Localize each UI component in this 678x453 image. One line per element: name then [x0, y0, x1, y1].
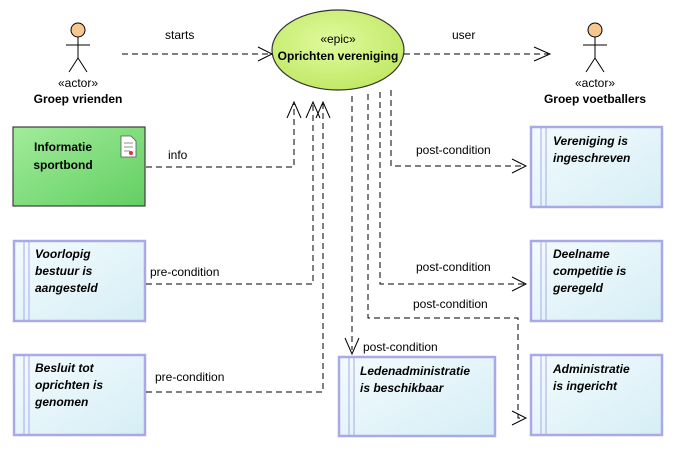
condition-besluit-text: Besluit tot oprichten is genomen	[35, 361, 104, 409]
edge-post-deelname[interactable]	[379, 92, 524, 285]
edge-label-post-deelname: post-condition	[416, 260, 491, 274]
edge-pre-voorlopig[interactable]	[146, 104, 314, 285]
actor-left-stereotype: «actor»	[57, 76, 99, 90]
arrowhead-starts	[257, 46, 274, 62]
edge-info[interactable]	[146, 104, 295, 168]
edge-label-pre-voorlopig: pre-condition	[150, 265, 220, 279]
epic-label: «epic» Oprichten vereniging	[268, 32, 408, 63]
epic-ellipse[interactable]	[271, 9, 405, 91]
condition-deelname-text: Deelname competitie is geregeld	[553, 247, 627, 295]
condition-box-besluit[interactable]	[12, 353, 147, 437]
condition-box-ledenadmin[interactable]	[337, 355, 497, 438]
condition-vereniging-text: Vereniging is ingeschreven	[553, 134, 631, 165]
condition-ledenadmin-text: Ledenadministratie is beschikbaar	[360, 364, 471, 395]
document-icon	[120, 135, 137, 158]
arrowhead-post-leden	[344, 337, 360, 356]
edge-post-vereniging[interactable]	[390, 90, 524, 167]
edge-label-info: info	[168, 148, 188, 162]
arrowhead-post-administratie	[511, 410, 528, 426]
info-object-box[interactable]	[12, 126, 146, 207]
arrowhead-user	[533, 46, 552, 62]
epic-name: Oprichten vereniging	[277, 49, 399, 63]
actor-left-name: Groep vrienden	[33, 92, 123, 106]
edge-label-pre-besluit: pre-condition	[155, 370, 225, 384]
actor-right-figure[interactable]	[583, 22, 607, 73]
info-object-label: Informatie sportbond	[33, 140, 93, 172]
arrowhead-post-vereniging	[511, 158, 528, 174]
condition-box-deelname[interactable]	[529, 239, 664, 323]
condition-administratie-text: Administratie is ingericht	[553, 362, 630, 393]
epic-stereotype: «epic»	[320, 32, 356, 46]
actor-right-stereotype: «actor»	[574, 76, 616, 90]
edge-label-post-vereniging: post-condition	[416, 143, 491, 157]
arrowhead-pre-besluit	[315, 100, 331, 119]
edge-label-starts: starts	[165, 28, 195, 42]
actor-left-figure[interactable]	[66, 22, 90, 73]
arrowhead-pre-voorlopig	[305, 100, 321, 119]
arrowhead-post-deelname	[511, 276, 528, 292]
condition-voorlopig-text: Voorlopig bestuur is aangesteld	[35, 247, 98, 295]
edge-label-post-leden: post-condition	[363, 340, 438, 354]
edge-label-post-administratie: post-condition	[413, 297, 488, 311]
edge-post-administratie[interactable]	[367, 94, 524, 419]
condition-box-voorlopig[interactable]	[12, 239, 147, 323]
condition-box-vereniging[interactable]	[529, 125, 664, 209]
condition-box-administratie[interactable]	[529, 353, 664, 437]
arrowhead-info	[286, 100, 302, 119]
edge-label-user: user	[452, 28, 476, 42]
actor-right-name: Groep voetballers	[543, 92, 647, 106]
